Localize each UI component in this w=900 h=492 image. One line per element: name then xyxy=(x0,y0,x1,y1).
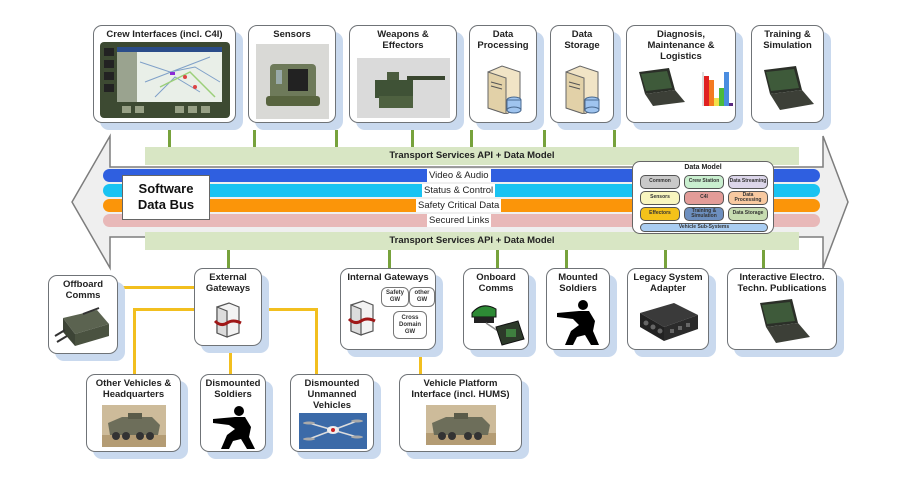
radio-equipment-icon xyxy=(471,305,525,346)
connector xyxy=(762,250,765,268)
box-training-simulation[interactable]: Training & Simulation xyxy=(751,25,824,123)
transport-services-top: Transport Services API + Data Model xyxy=(145,147,799,165)
box-title: Onboard Comms xyxy=(476,272,516,294)
soldier-silhouette-icon xyxy=(213,406,255,449)
box-title: Other Vehicles & Headquarters xyxy=(95,378,172,400)
connector-offboard-external xyxy=(117,286,197,289)
dm-chip-data-storage: Data Storage xyxy=(728,207,768,221)
connector-external-other-vehicles xyxy=(133,308,197,311)
connector-external-unmanned xyxy=(315,308,318,374)
dm-chip-common: Common xyxy=(640,175,680,189)
dm-chip-effectors: Effectors xyxy=(640,207,680,221)
transport-services-bottom: Transport Services API + Data Model xyxy=(145,232,799,250)
box-dismounted-unmanned-vehicles[interactable]: Dismounted Unmanned Vehicles xyxy=(290,374,374,452)
box-mounted-soldiers[interactable]: Mounted Soldiers xyxy=(546,268,610,350)
sub-gateway-cross-domain: Cross Domain GW xyxy=(393,311,427,339)
box-title: External Gateways xyxy=(205,272,251,294)
connector-internal-vehicle-platform xyxy=(419,350,422,374)
dm-chip-crew-station: Crew Station xyxy=(684,175,724,189)
connector xyxy=(543,130,546,147)
gateway-server-icon xyxy=(213,302,242,338)
box-legacy-system-adapter[interactable]: Legacy System Adapter xyxy=(627,268,709,350)
box-vehicle-platform-interface[interactable]: Vehicle Platform Interface (incl. HUMS) xyxy=(399,374,522,452)
connector xyxy=(388,250,391,268)
box-title: Weapons & Effectors xyxy=(377,29,429,51)
dm-chip-data-processing: Data Processing xyxy=(728,191,768,205)
sub-gateway-other: other GW xyxy=(409,287,435,307)
laptop-icon xyxy=(760,299,810,343)
box-title: Dismounted Soldiers xyxy=(205,378,261,400)
connector xyxy=(411,130,414,147)
gateway-server-icon xyxy=(347,300,376,336)
box-onboard-comms[interactable]: Onboard Comms xyxy=(463,268,529,350)
box-ietp[interactable]: Interactive Electro. Techn. Publications xyxy=(727,268,837,350)
box-title: Legacy System Adapter xyxy=(633,272,703,294)
lane-label: Status & Control xyxy=(422,184,496,197)
dm-chip-c4i: C4I xyxy=(684,191,724,205)
box-data-storage[interactable]: Data Storage xyxy=(550,25,614,123)
connector xyxy=(613,130,616,147)
box-title: Crew Interfaces (incl. C4I) xyxy=(106,29,223,40)
connector xyxy=(227,250,230,268)
connector-external-dismounted xyxy=(229,346,232,374)
box-internal-gateways[interactable]: Internal Gateways Safety GW other GW Cro… xyxy=(340,268,436,350)
dm-chip-sensors: Sensors xyxy=(640,191,680,205)
lane-label: Secured Links xyxy=(427,214,492,227)
connector xyxy=(335,130,338,147)
drone-icon xyxy=(299,413,367,449)
laptop-icon xyxy=(764,66,814,110)
connector-external-unmanned xyxy=(267,308,317,311)
connector xyxy=(470,130,473,147)
box-diagnosis-maintenance-logistics[interactable]: Diagnosis, Maintenance & Logistics xyxy=(626,25,736,123)
weapon-station-icon xyxy=(357,58,450,118)
lane-label: Video & Audio xyxy=(427,169,491,182)
box-title: Data Processing xyxy=(477,29,529,51)
box-weapons-effectors[interactable]: Weapons & Effectors xyxy=(349,25,457,123)
box-title: Diagnosis, Maintenance & Logistics xyxy=(647,29,715,62)
connector xyxy=(168,130,171,147)
armored-vehicle-icon xyxy=(102,405,166,447)
box-title: Vehicle Platform Interface (incl. HUMS) xyxy=(411,378,510,400)
box-title: Data Storage xyxy=(564,29,600,51)
server-database-icon xyxy=(487,65,522,114)
box-title: Mounted Soldiers xyxy=(558,272,598,294)
box-data-processing[interactable]: Data Processing xyxy=(469,25,537,123)
data-model-panel: Data Model Common Crew Station Data Stre… xyxy=(632,161,774,234)
lane-label: Safety Critical Data xyxy=(416,199,502,212)
connector xyxy=(565,250,568,268)
box-dismounted-soldiers[interactable]: Dismounted Soldiers xyxy=(200,374,266,452)
box-title: Internal Gateways xyxy=(347,272,429,283)
box-title: Dismounted Unmanned Vehicles xyxy=(304,378,360,411)
adapter-box-icon xyxy=(640,303,698,341)
radio-set-icon xyxy=(54,307,109,346)
soldier-silhouette-icon xyxy=(557,300,599,345)
laptop-chart-icon xyxy=(639,68,733,106)
dm-chip-vehicle-sub-systems: Vehicle Sub-Systems xyxy=(640,223,768,232)
connector xyxy=(664,250,667,268)
box-title: Offboard Comms xyxy=(62,279,104,301)
box-crew-interfaces[interactable]: Crew Interfaces (incl. C4I) xyxy=(93,25,236,123)
box-title: Sensors xyxy=(273,29,311,40)
connector xyxy=(253,130,256,147)
sensor-turret-icon xyxy=(256,44,329,119)
box-title: Training & Simulation xyxy=(763,29,812,51)
box-title: Interactive Electro. Techn. Publications xyxy=(737,272,827,294)
data-model-title: Data Model xyxy=(684,164,722,171)
connector-external-other-vehicles xyxy=(133,308,136,374)
armored-vehicle-icon xyxy=(426,405,496,445)
sub-gateway-safety: Safety GW xyxy=(381,287,409,307)
server-database-icon xyxy=(565,65,600,114)
box-other-vehicles-headquarters[interactable]: Other Vehicles & Headquarters xyxy=(86,374,181,452)
connector xyxy=(496,250,499,268)
box-external-gateways[interactable]: External Gateways xyxy=(194,268,262,346)
dm-chip-training-simulation: Training & Simulation xyxy=(684,207,724,221)
box-sensors[interactable]: Sensors xyxy=(248,25,336,123)
box-offboard-comms[interactable]: Offboard Comms xyxy=(48,275,118,354)
dm-chip-data-streaming: Data Streaming xyxy=(728,175,768,189)
software-data-bus-label: Software Data Bus xyxy=(122,175,210,220)
tablet-map-icon xyxy=(100,42,230,118)
